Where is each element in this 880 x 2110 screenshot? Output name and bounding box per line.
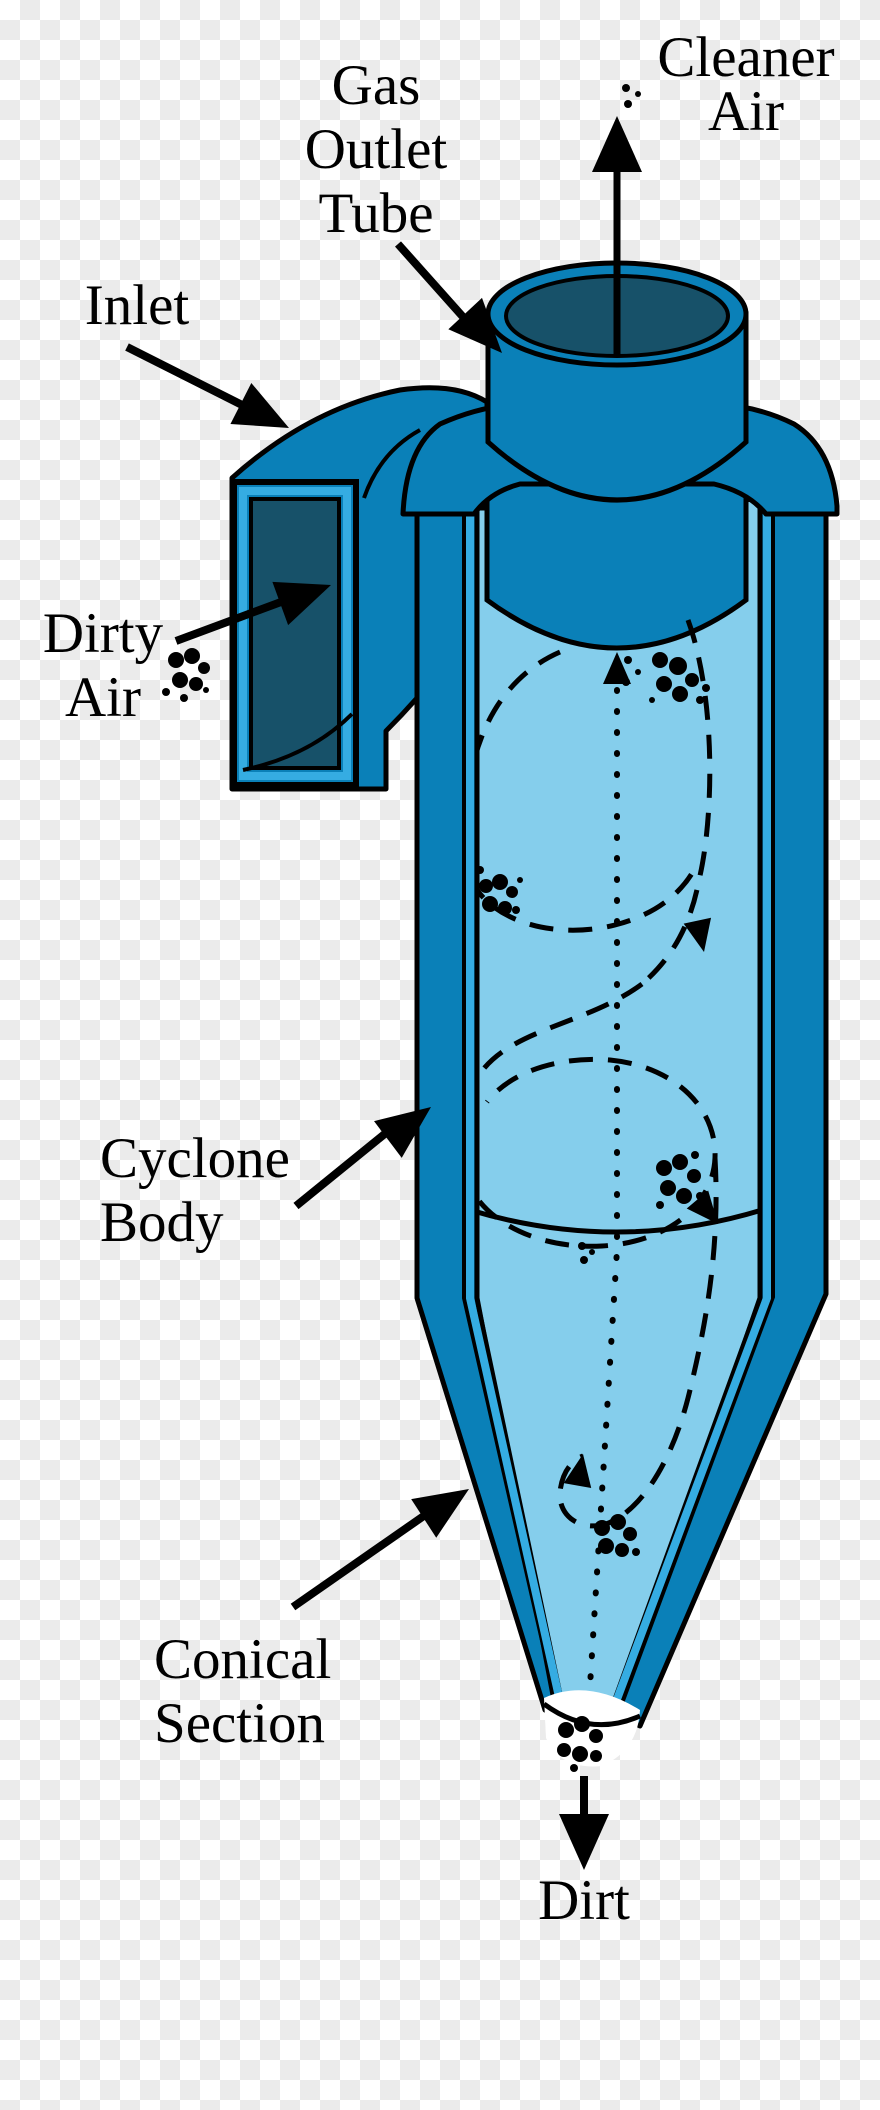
label-line: Cyclone [100,1127,290,1190]
label-cleaner-air: Cleaner Air [626,26,866,143]
label-dirt: Dirt [464,1869,704,1933]
label-line: Gas [331,54,421,117]
label-line: Body [100,1191,224,1254]
dust-particles-outlet [557,1716,603,1772]
label-line: Tube [318,182,434,245]
outlet-tube-inner-section [484,467,749,651]
label-line: Dirty [42,602,164,665]
inlet-arrow [125,343,254,414]
inlet-opening-dark-interior [249,497,341,770]
label-gas-outlet-tube: Gas Outlet Tube [256,54,496,246]
label-line: Conical [154,1628,332,1691]
inlet-opening-highlight-border [239,487,351,780]
wall-highlight-strips [462,508,775,1715]
label-inlet: Inlet [17,274,257,338]
label-line: Inlet [84,274,190,337]
dust-particles-dirty-air [162,648,210,702]
label-line: Air [708,80,784,143]
label-line: Outlet [304,118,448,181]
label-line: Air [65,666,141,729]
dust-particles-interior [476,652,710,1557]
gas-outlet-tube-arrow [395,241,475,330]
conical-section-arrow [290,1509,431,1611]
label-cyclone-body: Cyclone Body [100,1127,360,1255]
inlet-opening-outer-border [231,479,359,788]
label-dirty-air: Dirty Air [3,602,203,730]
annotation-arrows [125,116,642,1870]
inlet-duct-floor-curve [242,712,354,772]
cylinder-cone-junction-arc [469,1207,763,1235]
dome-duct-crease [362,428,421,499]
label-conical-section: Conical Section [154,1628,414,1756]
cyclone-body-arrow [293,1124,395,1210]
label-line: Section [154,1692,325,1755]
center-axis-dotted-line [587,687,620,1689]
dust-particles-cleaner-air [622,84,641,108]
dirt-outlet-rim [542,1701,642,1728]
label-line: Dirt [538,1869,630,1932]
dirty-air-arrow [174,598,283,645]
label-line: Cleaner [657,26,835,89]
